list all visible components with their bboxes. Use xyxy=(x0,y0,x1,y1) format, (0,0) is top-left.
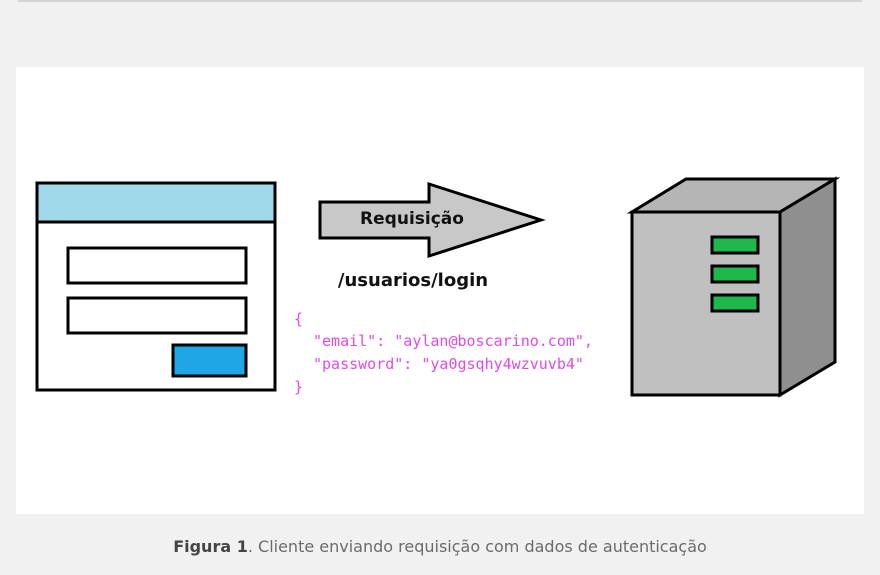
figure-caption-label: Figura 1 xyxy=(173,537,248,556)
request-arrow-shape xyxy=(318,181,546,259)
client-window-titlebar xyxy=(38,184,274,222)
login-email-field xyxy=(66,246,248,285)
request-arrow-label: Requisição xyxy=(360,209,464,229)
server-icon xyxy=(626,176,841,398)
login-password-field xyxy=(66,296,248,335)
client-window xyxy=(35,181,277,392)
figure-caption: Figura 1. Cliente enviando requisição co… xyxy=(0,537,880,556)
json-email-line: "email": "aylan@boscarino.com", xyxy=(313,332,593,350)
server-led-2 xyxy=(710,264,760,284)
figure-caption-text: . Cliente enviando requisição com dados … xyxy=(247,537,707,556)
json-payload: { "email": "aylan@boscarino.com", "passw… xyxy=(294,310,593,396)
server-side-face xyxy=(778,176,837,398)
server-led-1 xyxy=(710,235,760,255)
json-password-line: "password": "ya0gsqhy4wzvuvb4" xyxy=(313,355,584,373)
request-arrow: Requisição xyxy=(318,181,546,259)
top-divider xyxy=(18,0,862,2)
json-open-brace: { xyxy=(294,310,303,328)
json-close-brace: } xyxy=(294,378,303,396)
server-led-3 xyxy=(710,293,760,313)
login-submit-button xyxy=(171,343,248,378)
endpoint-label: /usuarios/login xyxy=(338,270,488,291)
